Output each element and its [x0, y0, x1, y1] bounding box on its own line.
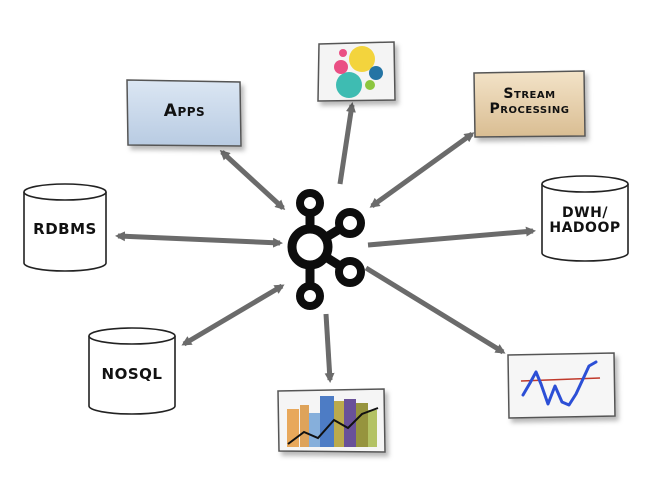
arrow-dwh — [367, 226, 536, 248]
elastic-logo-icon — [334, 46, 383, 98]
dwh-label-line1: DWH/ — [562, 205, 608, 221]
arrow-stream — [369, 131, 475, 209]
rdbms-node — [23, 183, 107, 272]
apps-label: Apps — [163, 101, 206, 121]
linechart-node — [507, 352, 616, 419]
kafka-logo-icon — [287, 189, 365, 310]
elastic-node — [317, 41, 396, 102]
arrow-rdbms — [115, 231, 283, 248]
dwh-node — [541, 175, 629, 262]
arrow-apps — [219, 149, 286, 211]
dwh-label: DWH/ HADOOP — [542, 205, 628, 237]
stream-node — [473, 70, 586, 138]
nosql-label: NOSQL — [101, 365, 163, 383]
stream-label-line1: Stream — [503, 86, 556, 102]
rdbms-label: RDBMS — [33, 220, 97, 238]
arrow-dashboard — [323, 313, 335, 383]
arrow-elastic — [337, 102, 356, 185]
arrow-nosql — [181, 283, 285, 347]
nosql-node — [88, 327, 176, 415]
arrows — [115, 102, 536, 383]
bar-chart-thumbnail-icon — [287, 396, 379, 447]
line-chart-thumbnail-icon — [520, 360, 601, 407]
arrow-linechart — [364, 265, 506, 355]
stream-label-line2: Processing — [489, 101, 570, 118]
stream-label: Stream Processing — [474, 86, 585, 118]
dashboard-node — [277, 388, 386, 453]
apps-node — [126, 79, 242, 147]
dwh-label-line2: HADOOP — [549, 220, 621, 237]
